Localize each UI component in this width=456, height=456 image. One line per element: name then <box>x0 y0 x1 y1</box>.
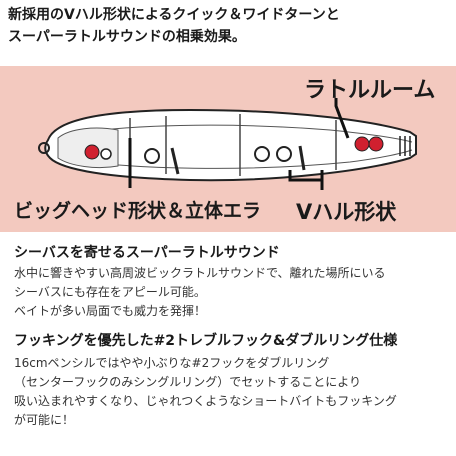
section-2-line: （センターフックのみシングルリング）でセットすることにより <box>14 375 362 389</box>
wire-link-front <box>170 147 180 175</box>
section-2-line: が可能に！ <box>14 413 75 427</box>
lure-cutaway-diagram <box>38 98 417 190</box>
callout-v-hull: Vハル形状 <box>296 200 397 224</box>
section-1-line: ベイトが多い局面でも威力を発揮！ <box>14 304 207 318</box>
callout-big-head: ビッグヘッド形状＆立体エラ <box>14 200 262 222</box>
wire-link-mid <box>298 145 306 171</box>
mid-weight-wheel-2 <box>276 146 292 162</box>
head-rattle-ball-2 <box>100 148 112 160</box>
headline: 新採用のVハル形状によるクイック＆ワイドターンと スーパーラトルサウンドの相乗効… <box>8 4 448 48</box>
mid-weight-wheel-1 <box>254 146 270 162</box>
lure-diagram-panel <box>0 66 456 232</box>
section-1-line: シーバスにも存在をアピール可能。 <box>14 285 206 299</box>
callout-rattle-room: ラトルルーム <box>304 78 436 103</box>
front-weight-wheel <box>144 148 160 164</box>
leader-rattle-room <box>334 98 350 139</box>
section-2-title: フッキングを優先した#2トレブルフック&ダブルリング仕様 <box>14 333 398 349</box>
section-2-line: 吸い込まれやすくなり、じゃれつくようなショートバイトもフッキング <box>14 394 397 408</box>
headline-line-1: 新採用のVハル形状によるクイック＆ワイドターンと <box>8 7 340 23</box>
tail-ribs <box>399 136 411 156</box>
headline-line-2: スーパーラトルサウンドの相乗効果。 <box>8 29 246 45</box>
section-2-body: 16cmペンシルではやや小ぶりな#2フックをダブルリング （センターフックのみシ… <box>14 354 448 430</box>
section-1-title: シーバスを寄せるスーパーラトルサウンド <box>14 245 280 261</box>
section-1-body: 水中に響きやすい高周波ビックラトルサウンドで、離れた場所にいる シーバスにも存在… <box>14 264 448 321</box>
rattle-room-ball-1 <box>354 136 370 152</box>
section-1-line: 水中に響きやすい高周波ビックラトルサウンドで、離れた場所にいる <box>14 266 386 280</box>
head-rattle-ball-1 <box>84 144 100 160</box>
line-eye <box>38 142 50 154</box>
rattle-room-ball-2 <box>368 136 384 152</box>
section-2-line: 16cmペンシルではやや小ぶりな#2フックをダブルリング <box>14 356 330 370</box>
leader-v-hull <box>288 170 324 182</box>
